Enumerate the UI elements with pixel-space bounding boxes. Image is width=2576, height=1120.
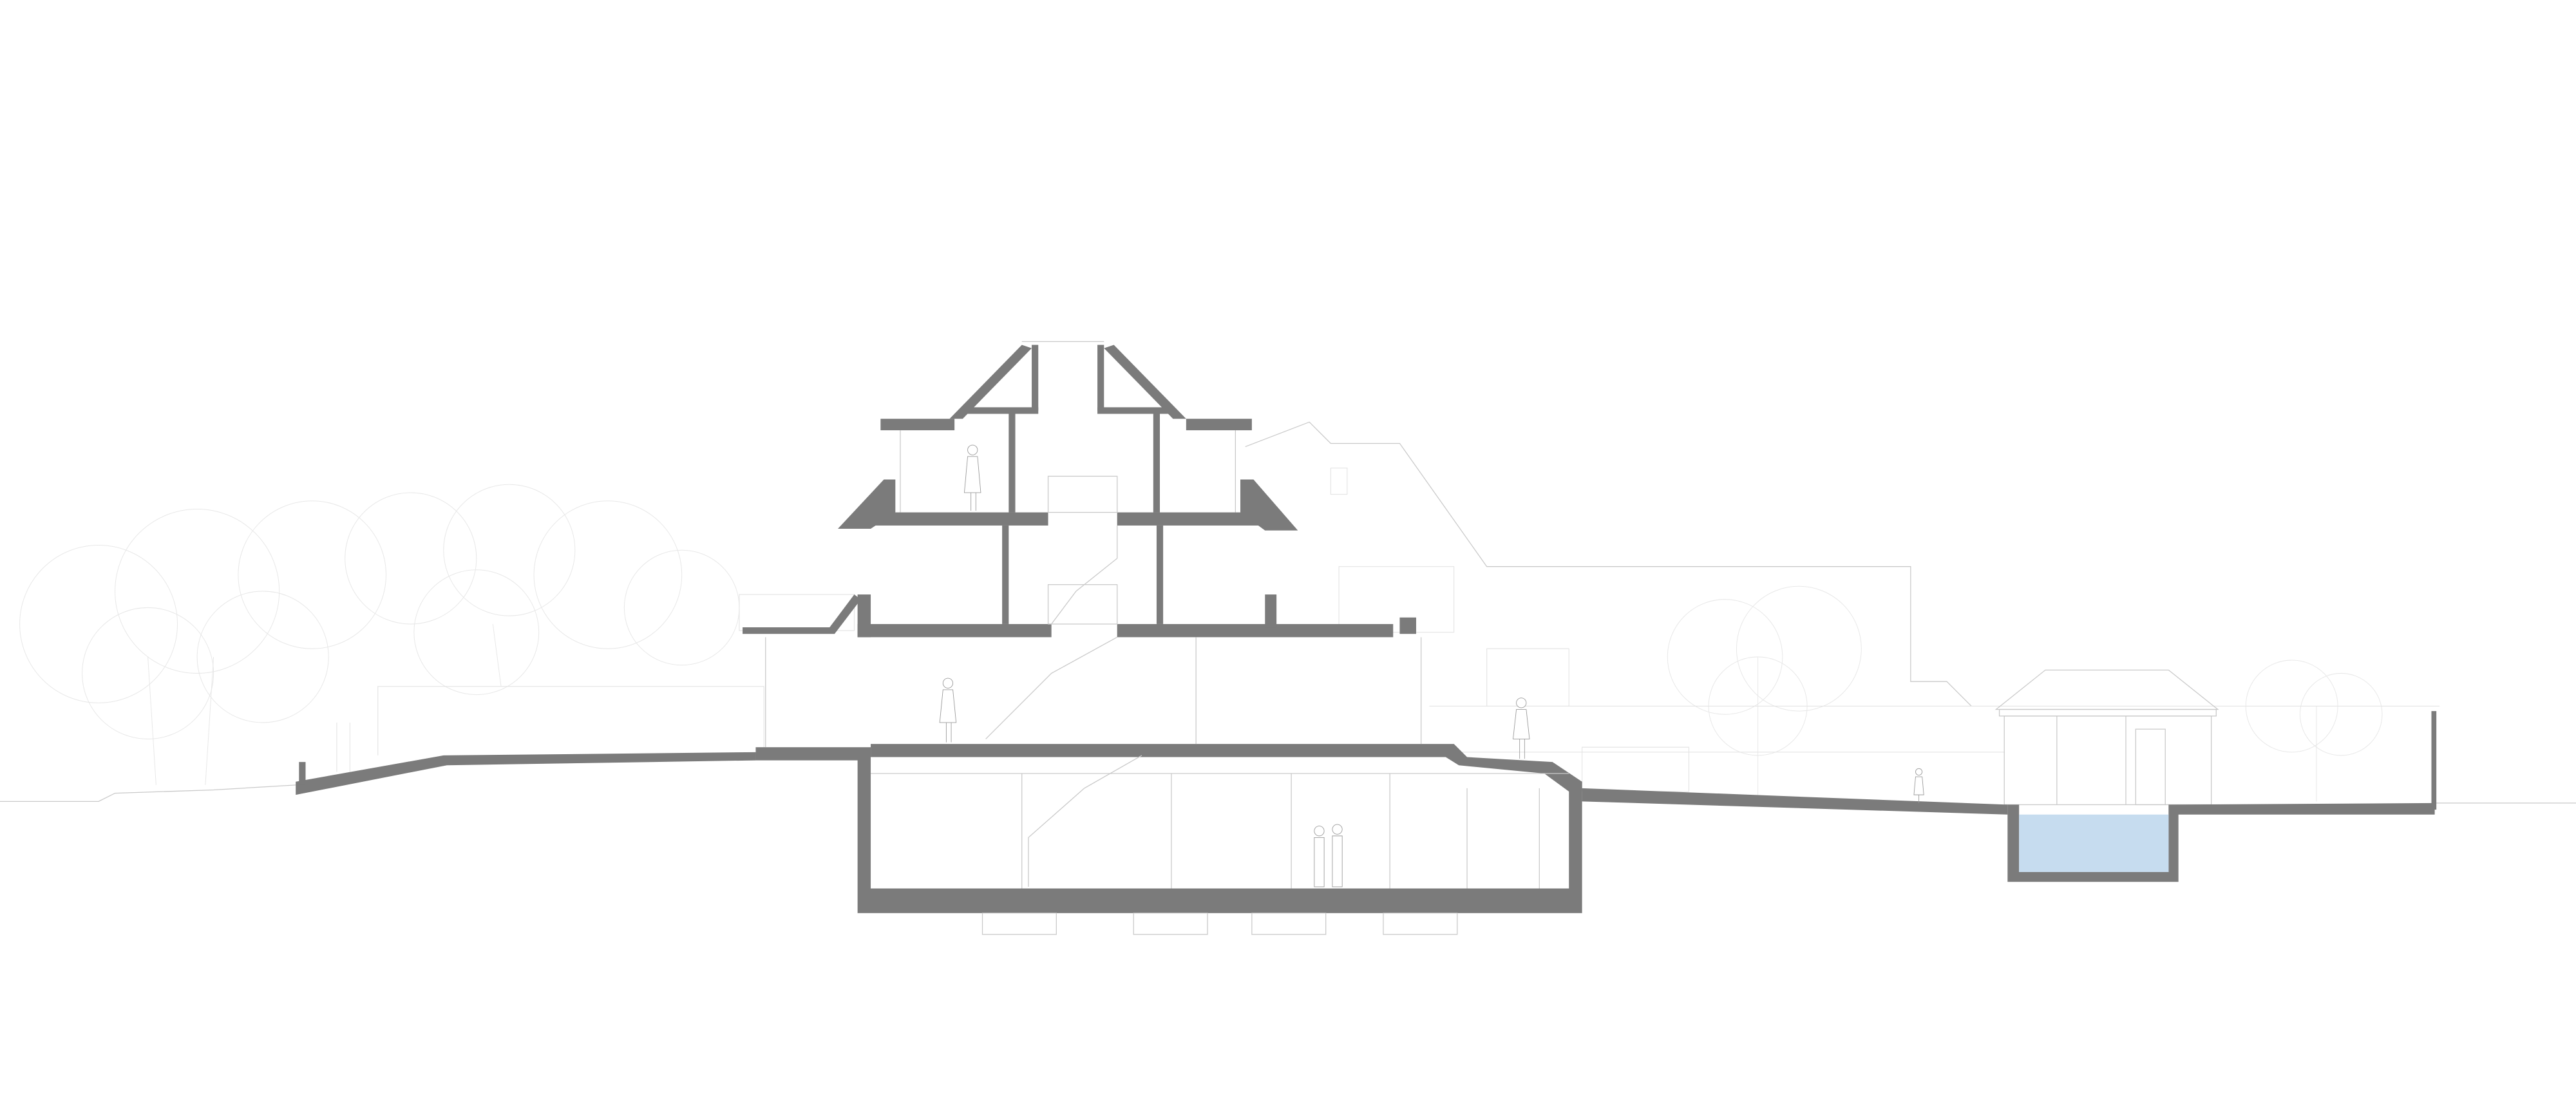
neighbouring-house-elevation: [1245, 421, 2440, 792]
background-trees-left: [19, 484, 740, 785]
person-figure: [939, 678, 957, 743]
foundation-footings: [981, 913, 1458, 935]
garden-pavilion: [1994, 669, 2219, 806]
person-figure: [1913, 768, 1924, 803]
scale-figures: [939, 444, 1924, 887]
interior-lines: [765, 341, 1569, 889]
person-figure: [963, 444, 981, 511]
section-cut: [296, 345, 2437, 913]
person-figure: [1314, 826, 1325, 887]
background-trees-right: [1667, 585, 2383, 802]
garden-fence-left: [336, 594, 855, 772]
ground-line: [0, 784, 296, 802]
person-figure: [1512, 698, 1530, 759]
pool-water: [2019, 814, 2169, 872]
person-figure: [1332, 824, 1343, 887]
